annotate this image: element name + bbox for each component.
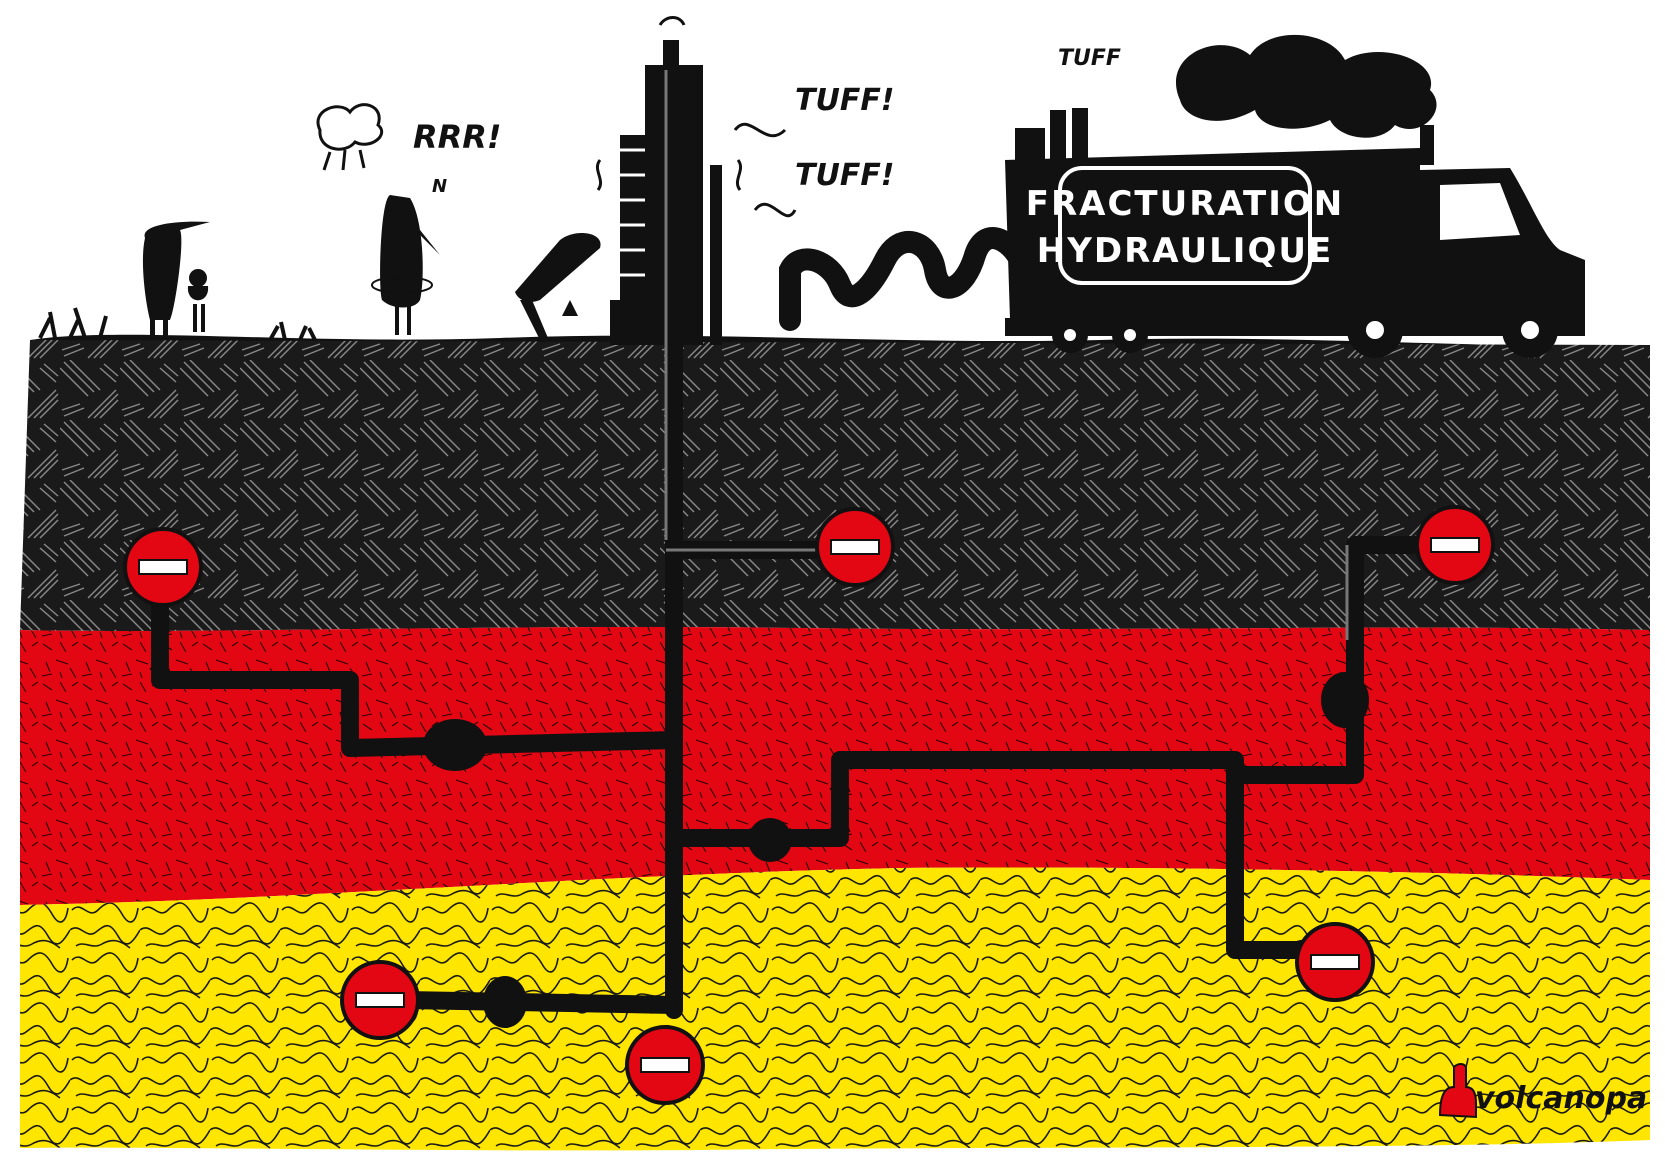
drilling-rig [595,16,743,345]
pipe-node-icon [748,818,792,862]
hose [779,227,1031,331]
steam-cloud-icon [316,103,384,151]
grass-tufts [38,307,317,341]
thumb-up-icon [1438,1063,1477,1119]
tuff-text-2: TUFF! [795,158,895,193]
no-entry-sign-icon [815,507,895,587]
pipe-node-icon [1321,672,1369,728]
no-entry-sign-icon [1415,505,1495,585]
black-stratum [20,340,1650,631]
person-with-child [142,221,210,340]
no-entry-sign-icon [340,960,420,1040]
bent-worker [515,233,601,340]
no-entry-sign-icon [123,527,203,607]
signature-text: volcanopa [1475,1081,1647,1116]
no-entry-sign-icon [1295,922,1375,1002]
tuff-text-1: TUFF! [795,83,895,118]
no-entry-sign-icon [625,1025,705,1105]
growl-text: RRR! [413,118,502,156]
pipe-node-icon [423,719,487,771]
pipe-node-icon [483,976,527,1028]
fracking-truck: FRACTURATION HYDRAULIQUE [1005,34,1585,358]
tuff-text-3: TUFF [1058,46,1121,71]
pipe-network [151,321,1449,1019]
truck-label-line2: HYDRAULIQUE [1037,231,1333,271]
gold-stratum [20,867,1650,1151]
growl-small-text: N [432,176,447,197]
artist-signature: volcanopa [1438,1063,1647,1119]
truck-label-line1: FRACTURATION [1026,184,1345,224]
smoke-cloud [1176,34,1437,138]
angry-person: RRR! N [316,103,502,335]
pipe-nodes [423,672,1369,1028]
